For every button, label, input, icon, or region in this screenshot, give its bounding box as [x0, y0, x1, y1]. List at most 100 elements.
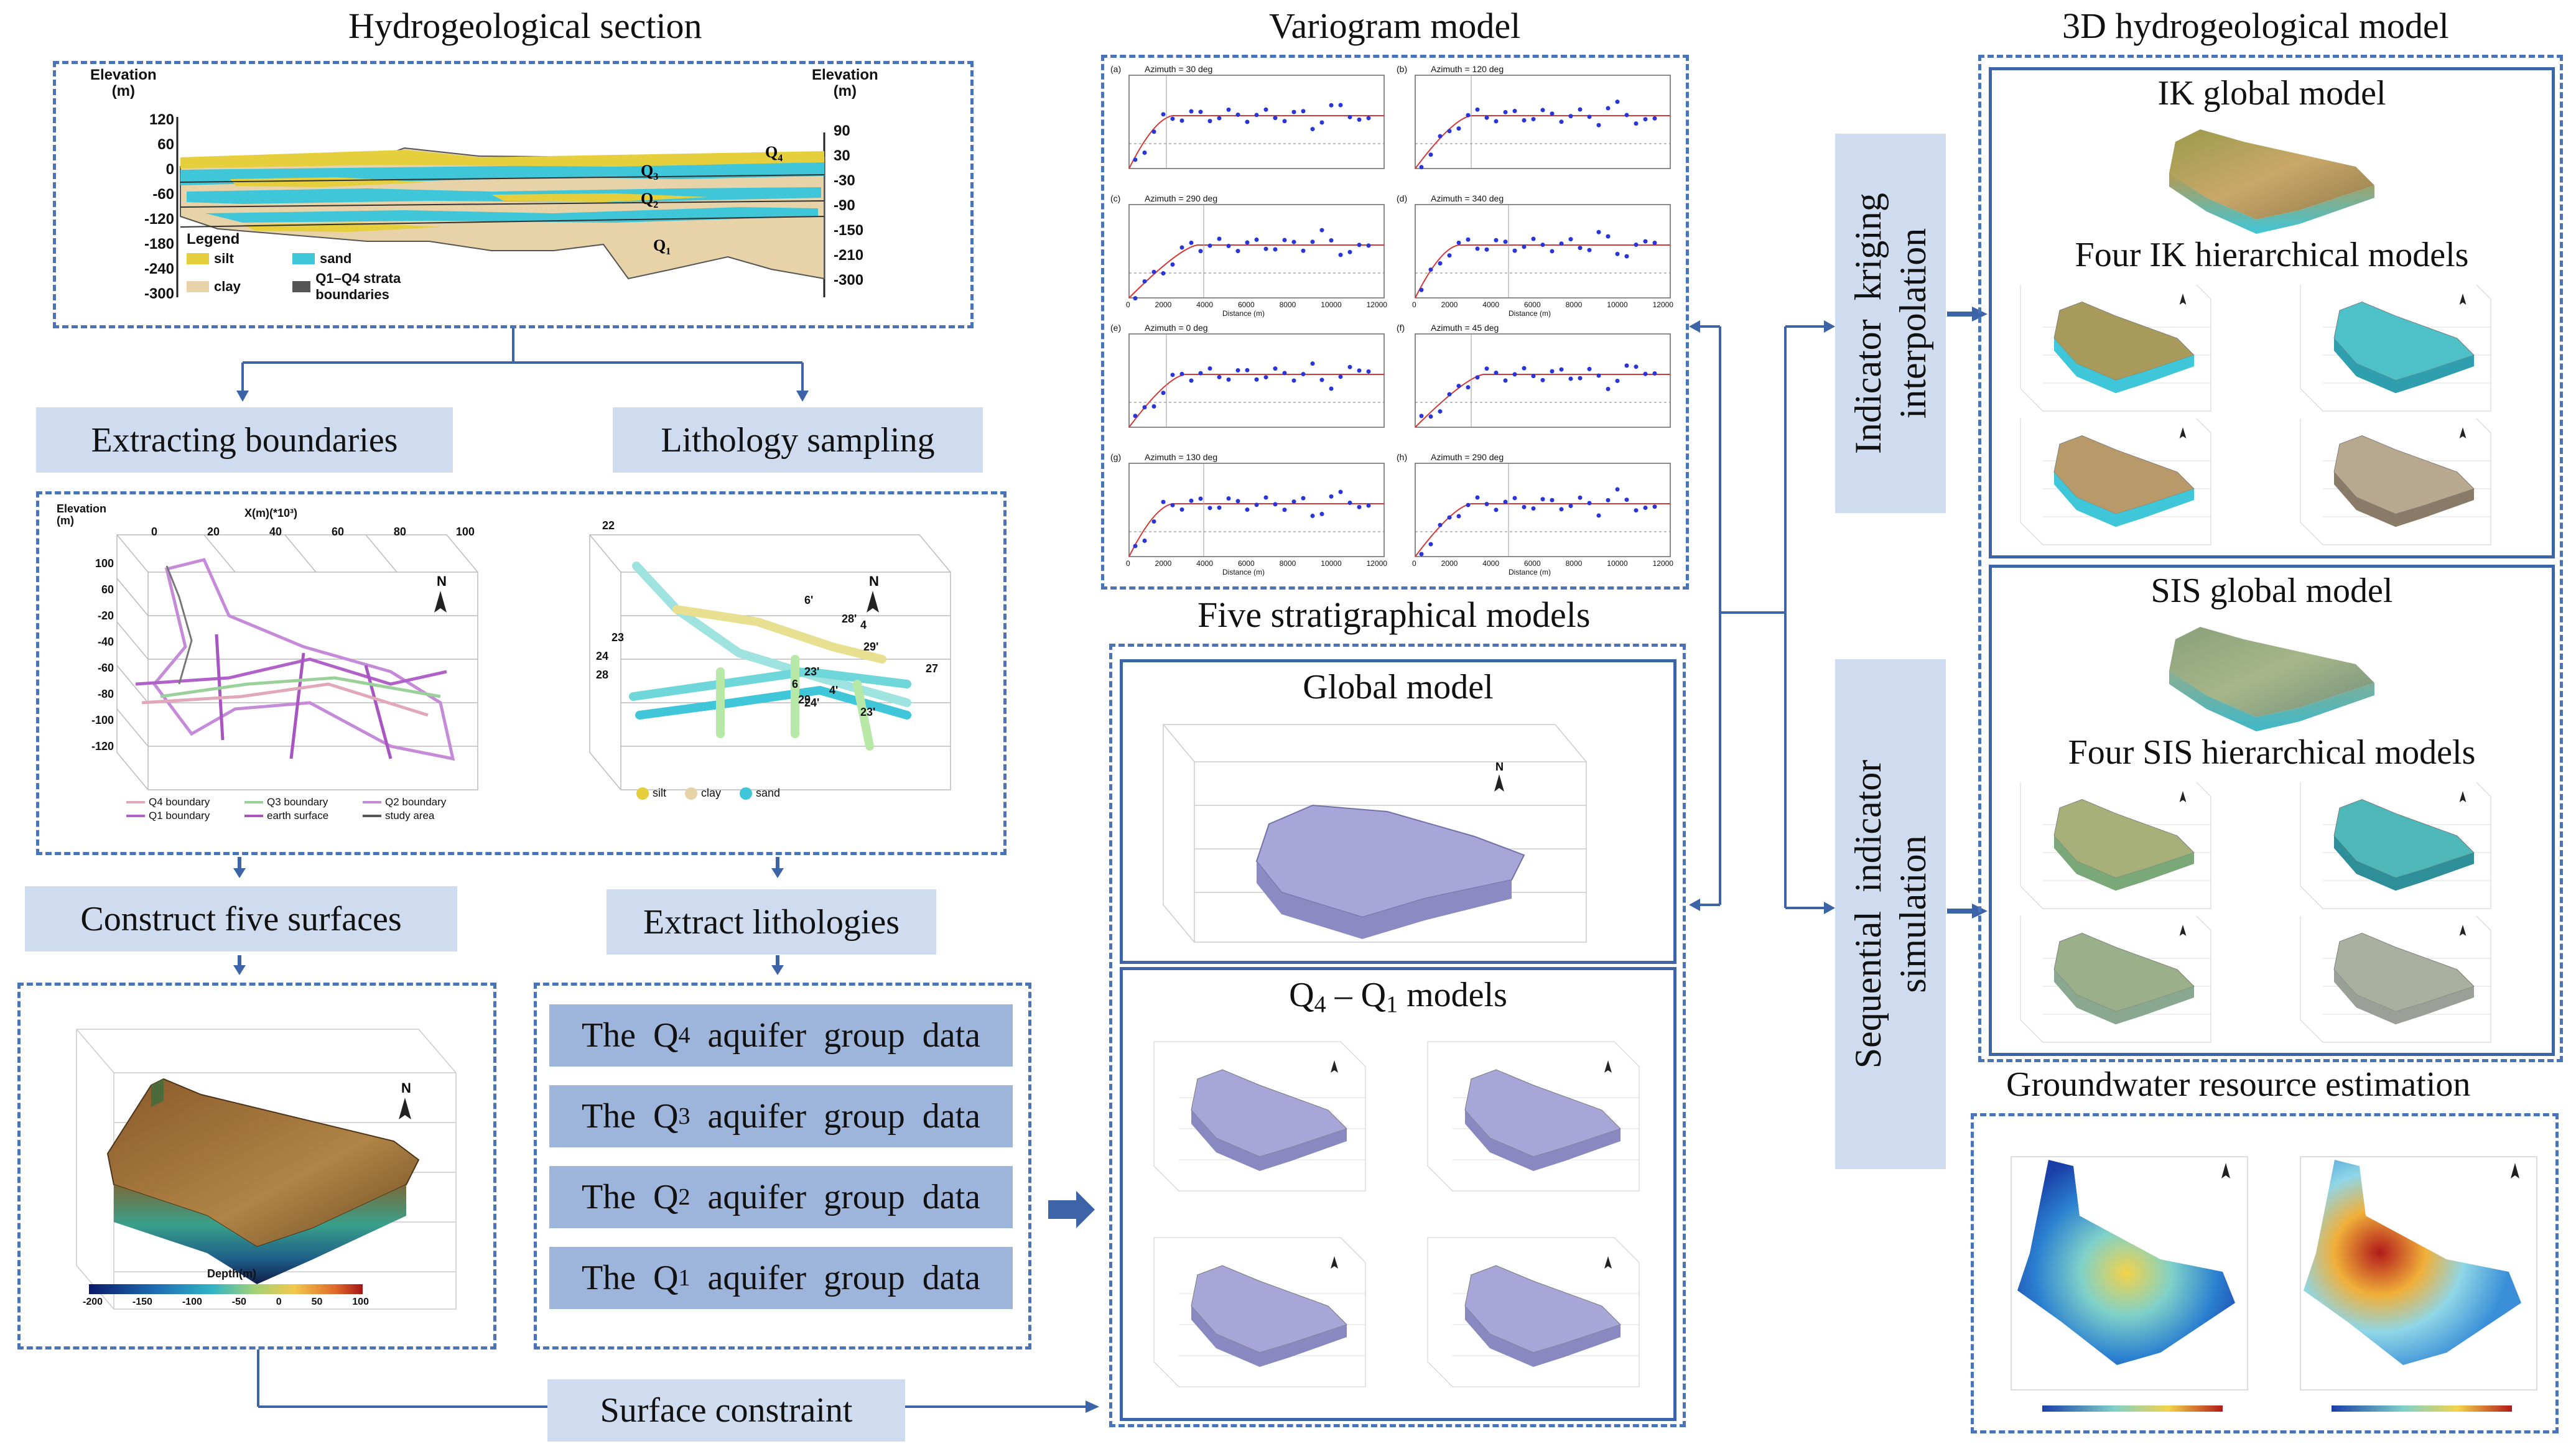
q-models-label: Q4 – Q1 models: [1289, 976, 1507, 1018]
q-models-panel: Q4 – Q1 models: [1120, 967, 1676, 1421]
section-left-tick: -300: [144, 285, 174, 302]
variogram-x-label: Distance (m): [1222, 309, 1265, 318]
variogram-x-tick: 12000: [1652, 559, 1673, 568]
variogram-x-tick: 10000: [1321, 559, 1342, 568]
ik-global-figure: [2169, 129, 2374, 234]
variogram-x-tick: 8000: [1279, 300, 1296, 309]
ik-model-panel: IK global model Four IK hierarchical mod…: [1989, 67, 2555, 558]
strata-label-q4: Q4: [765, 143, 783, 164]
lithology-sampling-step: Lithology sampling: [613, 407, 983, 473]
boundary-x-tick: 80: [393, 525, 406, 538]
strat-models-panel: Global model N Q4 – Q1 models: [1109, 644, 1686, 1427]
section-legend-item: silt: [187, 251, 292, 267]
sis-global-figure: [2169, 627, 2374, 731]
sis-hier-block: [2300, 782, 2491, 909]
variogram-x-tick: 8000: [1565, 559, 1583, 568]
section-legend-label: sand: [320, 251, 352, 266]
extract-lithologies-step: Extract lithologies: [607, 889, 936, 955]
sis-hier-model: [1998, 782, 2266, 913]
variogram-title: Variogram model: [1269, 6, 1521, 46]
sis-hier-model: [2278, 916, 2546, 1047]
ik-hier-block: [2020, 419, 2211, 545]
aquifer-label-post: aquifer group data: [690, 1097, 981, 1136]
variogram-x-tick: 10000: [1607, 559, 1628, 568]
well-label: 23': [860, 706, 876, 718]
aquifer-label-pre: The Q: [581, 1178, 679, 1216]
variogram-x-label: Distance (m): [1509, 309, 1551, 318]
boundary-z-tick: -100: [91, 714, 114, 726]
aquifer-label-sub: 3: [678, 1103, 690, 1129]
section-left-tick: -240: [144, 261, 174, 277]
five-strat-title: Five stratigraphical models: [1197, 595, 1591, 635]
ik-interpolation-step: Indicator kriging interpolation: [1835, 134, 1946, 513]
global-model-label: Global model: [1303, 668, 1494, 706]
depth-tick: 0: [276, 1297, 282, 1307]
sis-hier-block: [2300, 916, 2491, 1043]
aquifer-label-sub: 4: [678, 1022, 690, 1049]
gw-maps-figure: [2011, 1156, 2537, 1412]
boundary-legend-label: study area: [385, 810, 435, 822]
north-arrow-icon: [2179, 925, 2187, 936]
q-model-block: [1153, 1237, 1366, 1387]
variogram-subplot-tag: (g): [1110, 452, 1122, 462]
variogram-subplot-label: Azimuth = 45 deg: [1431, 323, 1499, 333]
variogram-x-tick: 4000: [1482, 559, 1499, 568]
boundary-legend-line: [126, 801, 145, 803]
variogram-x-tick: 2000: [1155, 300, 1172, 309]
gw-map-sis: [2304, 1160, 2521, 1365]
variogram-x-label: Distance (m): [1509, 568, 1551, 576]
aquifer-label-post: aquifer group data: [690, 1178, 981, 1216]
variogram-x-tick: 8000: [1279, 559, 1296, 568]
variogram-subplot-label: Azimuth = 290 deg: [1431, 452, 1504, 462]
q-model-block: [1153, 1041, 1366, 1192]
aquifer-label-pre: The Q: [581, 1259, 679, 1297]
boundary-legend-label: earth surface: [267, 810, 329, 822]
depth-tick: -100: [182, 1297, 202, 1307]
variogram-subplot-label: Azimuth = 30 deg: [1145, 64, 1213, 74]
variogram-plot: [1128, 204, 1385, 301]
boundary-3d-figure: N: [116, 534, 478, 790]
boundary-legend-item: Q4 boundary: [126, 796, 244, 808]
section-left-tick: 60: [157, 136, 174, 153]
sis-four-label: Four SIS hierarchical models: [2068, 733, 2476, 772]
down-arrows-row3: [233, 955, 784, 975]
global-model-figure: N: [1163, 724, 1587, 943]
gw-panel: [1971, 1113, 2559, 1433]
construct-surfaces-step: Construct five surfaces: [25, 886, 457, 951]
boundary-x-tick: 60: [331, 525, 344, 538]
q-model-block: [1427, 1237, 1640, 1387]
boundary-legend-line: [244, 815, 263, 817]
section-legend-item: Q1–Q4 strata boundaries: [292, 271, 448, 303]
section-legend-label: silt: [214, 251, 234, 266]
boundary-legend-item: study area: [363, 810, 481, 822]
ik-hier-block: [2300, 419, 2491, 545]
svg-text:N: N: [1495, 761, 1504, 773]
well-label: 27: [926, 662, 939, 675]
section-legend-title: Legend: [187, 231, 240, 248]
boundary-legend-line: [126, 815, 145, 817]
depth-color-bar: [89, 1284, 363, 1294]
sis-step: Sequential indicator simulation: [1835, 659, 1946, 1169]
section-left-axis-title: Elevation (m): [90, 67, 157, 100]
variogram-plot: [1128, 463, 1385, 557]
boundary-x-title: X(m)(*10³): [244, 507, 298, 519]
gw-color-bar-2: [2332, 1405, 2512, 1412]
variogram-subplot-label: Azimuth = 290 deg: [1145, 193, 1218, 203]
well-label: 4': [829, 684, 839, 697]
svg-text:N: N: [437, 573, 447, 589]
variogram-subplot-tag: (d): [1397, 193, 1408, 203]
north-arrow-icon: [2459, 925, 2467, 936]
north-arrow-icon: [2459, 427, 2467, 438]
section-legend-swatch: [292, 253, 315, 264]
well-label: 28: [596, 669, 609, 681]
svg-text:N: N: [401, 1080, 411, 1096]
north-arrow-icon: [1331, 1256, 1338, 1269]
north-arrow-icon: [1604, 1256, 1612, 1269]
down-arrows-row2: [233, 857, 784, 878]
